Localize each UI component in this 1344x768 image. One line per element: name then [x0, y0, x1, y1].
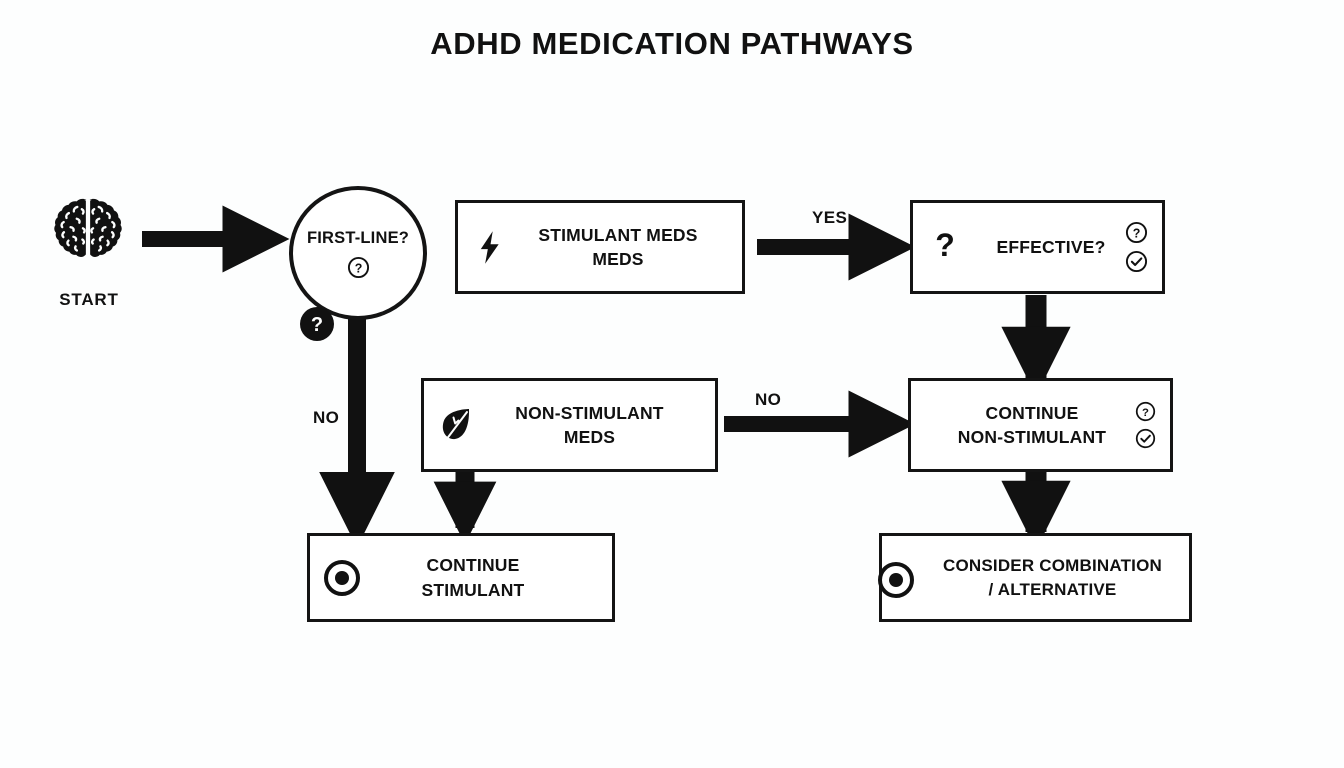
node-label: CONTINUE NON-STIMULANT: [957, 402, 1107, 447]
svg-text:?: ?: [354, 261, 362, 275]
edge-label-yes: YES: [812, 208, 848, 227]
node-label: NON-STIMULANT MEDS: [515, 402, 664, 447]
node-label: EFFECTIVE?: [996, 236, 1106, 257]
lightning-bolt-icon: [458, 230, 522, 264]
node-non-stimulant-meds[interactable]: NON-STIMULANT MEDS: [421, 378, 718, 472]
question-badge-icon: ?: [300, 307, 334, 341]
node-stimulant-meds[interactable]: STIMULANT MEDS MEDS: [455, 200, 745, 294]
node-continue-stimulant[interactable]: CONTINUE STIMULANT: [307, 533, 615, 622]
svg-text:?: ?: [1133, 226, 1141, 240]
edge-label-no-first-line: NO: [313, 408, 340, 427]
node-effective[interactable]: ? EFFECTIVE? ?: [910, 200, 1165, 294]
start-label: START: [59, 290, 119, 309]
circled-question-icon: ?: [347, 256, 370, 279]
leaf-icon: [424, 406, 488, 444]
node-label: CONTINUE STIMULANT: [421, 555, 525, 600]
target-dot-icon: [310, 558, 374, 598]
circled-check-icon: [1135, 428, 1156, 449]
svg-text:?: ?: [311, 314, 323, 336]
node-consider-combination[interactable]: CONSIDER COMBINATION / ALTERNATIVE: [876, 533, 1192, 622]
node-label: STIMULANT MEDS MEDS: [538, 224, 698, 269]
decision-label: FIRST-LINE?: [306, 229, 410, 247]
circled-check-icon: [1125, 250, 1148, 273]
circled-question-icon: ?: [1125, 221, 1148, 244]
node-label: CONSIDER COMBINATION / ALTERNATIVE: [942, 556, 1162, 599]
circled-question-icon: ?: [1135, 401, 1156, 422]
brain-icon: [52, 192, 124, 268]
question-mark-icon: ?: [913, 231, 977, 263]
node-continue-non-stimulant[interactable]: CONTINUE NON-STIMULANT ?: [908, 378, 1173, 472]
target-dot-icon: [876, 560, 916, 600]
page-title: ADHD MEDICATION PATHWAYS: [430, 26, 914, 61]
edge-label-no-non-stimulant: NO: [755, 390, 782, 409]
svg-text:?: ?: [935, 231, 955, 263]
status-marks: ?: [1135, 401, 1156, 449]
status-marks: ?: [1125, 221, 1148, 273]
decision-node-first-line[interactable]: FIRST-LINE? ?: [289, 186, 427, 320]
svg-text:?: ?: [1142, 407, 1149, 419]
